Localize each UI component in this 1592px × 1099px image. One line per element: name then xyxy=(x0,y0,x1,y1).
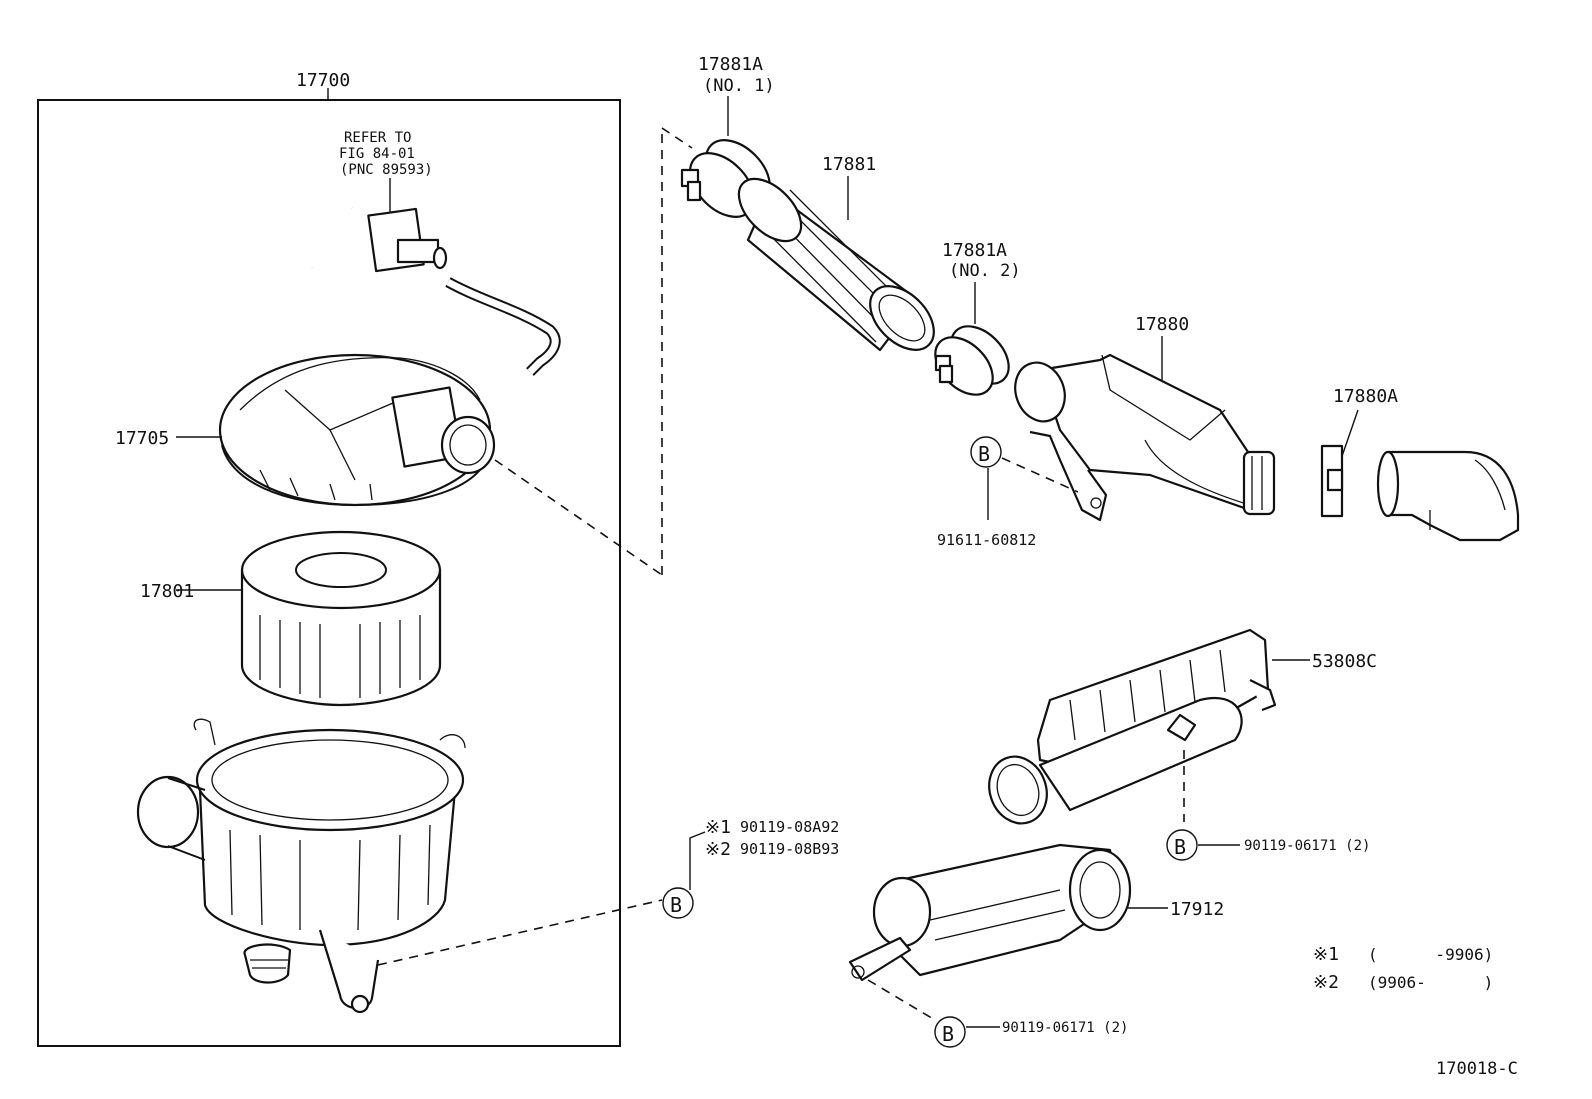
label-17881A-1-sub: (NO. 1) xyxy=(703,76,775,96)
label-17912: 17912 xyxy=(1170,899,1224,920)
filter-element-17801 xyxy=(240,530,442,707)
resonator-53808C xyxy=(988,628,1277,825)
refer-line1: REFER TO xyxy=(344,130,411,146)
assembly-box-17700 xyxy=(37,99,621,1047)
refer-line3: (PNC 89593) xyxy=(340,162,433,178)
label-90119-08A92: 90119-08A92 xyxy=(740,818,839,836)
label-17705: 17705 xyxy=(115,428,169,449)
label-90119-06171-b: 90119-06171 (2) xyxy=(1002,1020,1128,1036)
callout-b-17912-letter: B xyxy=(942,1022,954,1046)
air-duct-17880 xyxy=(1014,353,1276,522)
callout-b-duct-letter: B xyxy=(978,442,990,466)
mark-1: ※1 xyxy=(705,817,731,838)
refer-line2: FIG 84-01 xyxy=(339,146,415,162)
label-17700: 17700 xyxy=(296,70,350,91)
diagram-ref: 170018-C xyxy=(1436,1059,1518,1079)
label-17880: 17880 xyxy=(1135,314,1189,335)
callout-b-case-letter: B xyxy=(670,893,682,917)
callout-b-resonator-letter: B xyxy=(1174,835,1186,859)
label-17880A: 17880A xyxy=(1333,386,1398,407)
label-90119-08B93: 90119-08B93 xyxy=(740,840,839,858)
legend-mark-2: ※2 xyxy=(1313,972,1339,993)
air-cleaner-cap-17705 xyxy=(218,353,496,507)
hose-clamp-no2 xyxy=(934,325,1010,396)
label-17801: 17801 xyxy=(140,581,194,602)
mark-2: ※2 xyxy=(705,839,731,860)
legend-text-2: (9906- ) xyxy=(1368,973,1493,992)
air-cleaner-case xyxy=(136,718,466,1014)
label-17881A-2: 17881A xyxy=(942,240,1007,261)
label-17881A-2-sub: (NO. 2) xyxy=(949,261,1021,281)
legend-mark-1: ※1 xyxy=(1313,944,1339,965)
callout-b-resonator xyxy=(1166,829,1198,861)
label-90119-06171-a: 90119-06171 (2) xyxy=(1244,838,1370,854)
intake-elbow xyxy=(1376,450,1520,542)
resonator-17912 xyxy=(848,843,1132,982)
callout-b-case xyxy=(662,887,694,919)
vsv-valve-part xyxy=(300,196,561,376)
callout-b-17912 xyxy=(934,1016,966,1048)
label-17881A-1: 17881A xyxy=(698,54,763,75)
intake-hose-17881 xyxy=(737,177,935,352)
callout-b-duct xyxy=(970,436,1002,468)
label-91611-60812: 91611-60812 xyxy=(937,531,1036,549)
hose-clamp-17880A xyxy=(1320,444,1344,518)
label-53808C: 53808C xyxy=(1312,651,1377,672)
label-17881: 17881 xyxy=(822,154,876,175)
legend-text-1: ( -9906) xyxy=(1368,945,1493,964)
